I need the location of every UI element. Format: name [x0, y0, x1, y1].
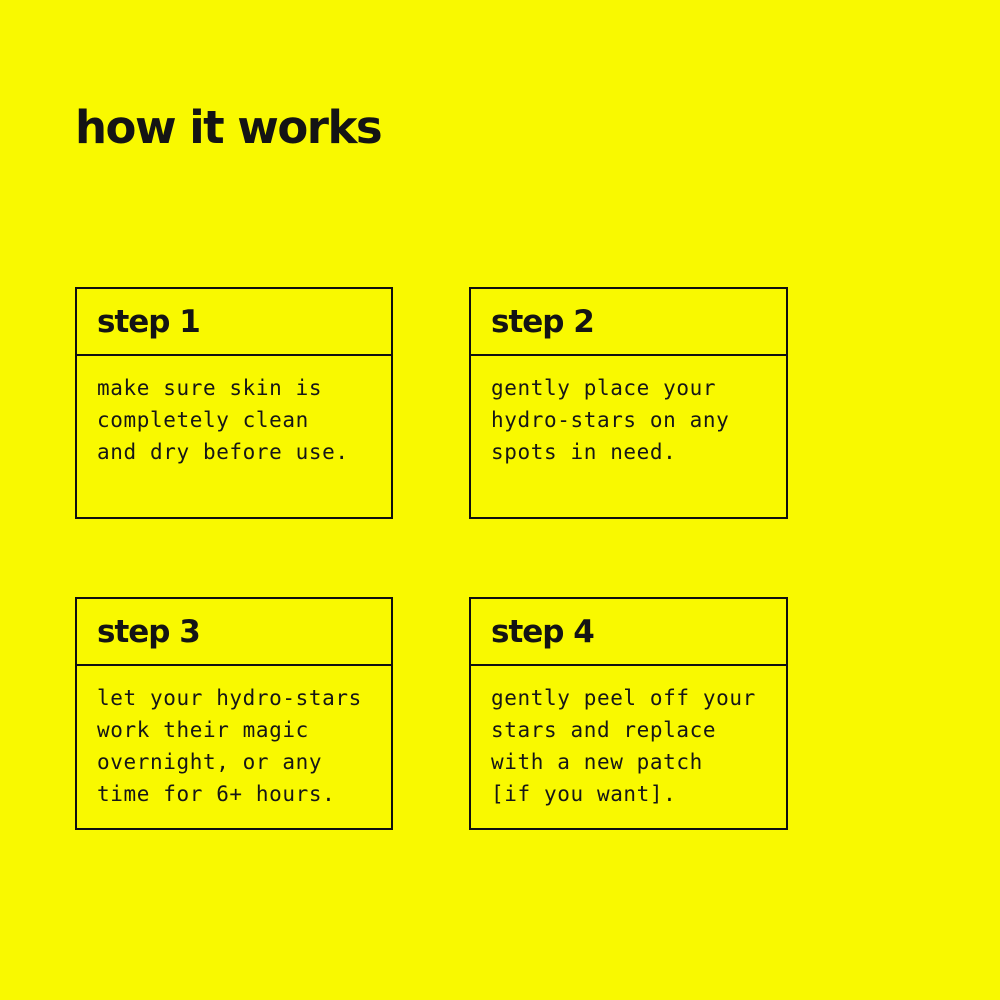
steps-grid: step 1 make sure skin is completely clea…	[75, 287, 788, 830]
step-label: step 2	[491, 303, 595, 340]
step-card-4: step 4 gently peel off your stars and re…	[469, 597, 788, 830]
step-description: gently peel off your stars and replace w…	[491, 686, 756, 806]
step-card-header: step 3	[77, 599, 391, 666]
step-card-1: step 1 make sure skin is completely clea…	[75, 287, 393, 519]
step-card-header: step 1	[77, 289, 391, 356]
step-card-2: step 2 gently place your hydro-stars on …	[469, 287, 788, 519]
step-label: step 4	[491, 613, 595, 650]
step-card-header: step 4	[471, 599, 786, 666]
step-description: make sure skin is completely clean and d…	[97, 376, 349, 464]
step-description: let your hydro-stars work their magic ov…	[97, 686, 362, 806]
step-card-header: step 2	[471, 289, 786, 356]
step-label: step 3	[97, 613, 201, 650]
step-card-3: step 3 let your hydro-stars work their m…	[75, 597, 393, 830]
step-label: step 1	[97, 303, 201, 340]
step-description: gently place your hydro-stars on any spo…	[491, 376, 730, 464]
page-title: how it works	[75, 101, 383, 154]
